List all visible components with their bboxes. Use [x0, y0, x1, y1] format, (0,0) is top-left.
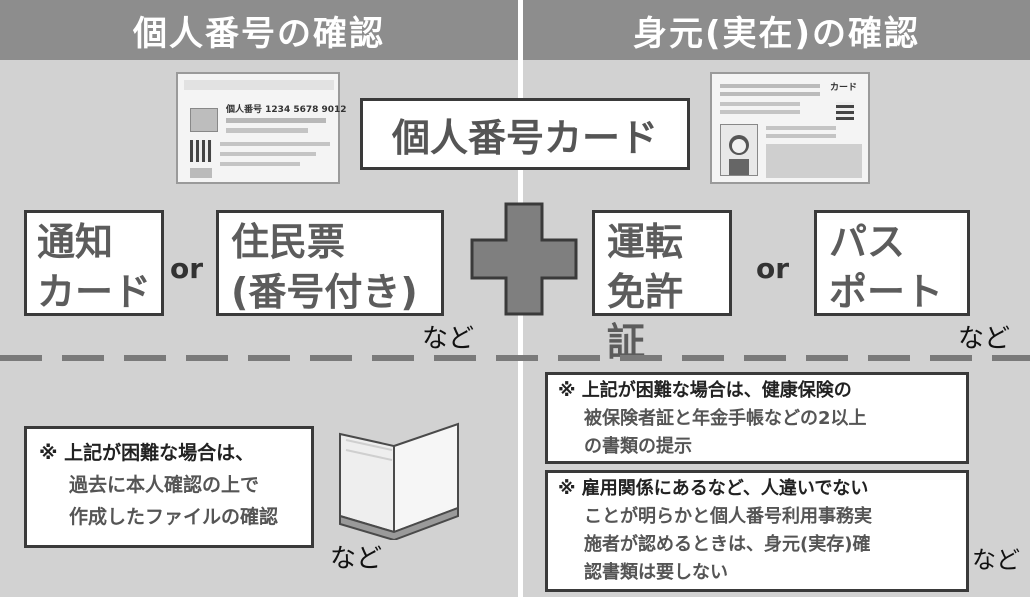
or-label-right: or	[756, 252, 790, 285]
card-line	[220, 162, 300, 166]
card-line	[226, 128, 308, 133]
card-number-label: 個人番号	[226, 105, 263, 115]
note2-line2: ことが明らかと個人番号利用事務実	[584, 506, 872, 527]
note2-line3: 施者が認めるときは、身元(実存)確	[584, 534, 871, 555]
lower-left-note-line2: 過去に本人確認の上で	[69, 474, 260, 496]
resident-record-box: 住民票 (番号付き)	[216, 210, 444, 316]
card-line	[226, 118, 326, 123]
qr-code-icon	[836, 102, 854, 120]
left-header: 個人番号の確認	[0, 0, 518, 60]
mynumber-card-front-image: 個人番号 1234 5678 9012	[176, 72, 347, 184]
qr-code-icon	[190, 140, 212, 162]
etc-label-right-row: など	[958, 324, 1011, 354]
left-header-title: 個人番号の確認	[133, 13, 385, 54]
or-label-left: or	[170, 252, 204, 285]
card-signature-area	[766, 144, 862, 178]
card-line	[720, 92, 820, 96]
card-line	[720, 84, 820, 88]
mynumber-card-label: 個人番号カード	[391, 115, 658, 160]
lower-left-note: ※ 上記が困難な場合は、 過去に本人確認の上で 作成したファイルの確認	[24, 426, 314, 548]
card-line	[720, 102, 800, 106]
drivers-license-line1: 運転	[607, 220, 684, 264]
card-top-strip	[184, 80, 334, 90]
lower-right-note-2: ※ 雇用関係にあるなど、人違いでない ことが明らかと個人番号利用事務実 施者が認…	[545, 470, 969, 592]
note2-line4: 認書類は要しない	[584, 562, 728, 583]
mynumber-card-label-box: 個人番号カード	[360, 98, 690, 170]
note1-line2: 被保険者証と年金手帳などの2以上	[584, 408, 867, 429]
card-line	[220, 142, 330, 146]
lower-left-note-line1: 上記が困難な場合は、	[64, 442, 255, 464]
card-number-value: 1234 5678 9012	[265, 105, 347, 115]
right-header: 身元(実在)の確認	[523, 0, 1030, 60]
drivers-license-box: 運転 免許証	[592, 210, 732, 364]
note2-mark: ※	[558, 478, 576, 499]
drivers-license-line2: 免許証	[607, 270, 684, 364]
etc-label-left-row: など	[422, 324, 475, 354]
open-book-icon	[339, 422, 459, 540]
person-photo-icon	[729, 135, 749, 175]
chip-icon	[190, 108, 218, 132]
notification-card-box: 通知 カード	[24, 210, 164, 316]
card-line	[766, 126, 836, 130]
face-photo-icon	[720, 124, 758, 176]
note1-line1: 上記が困難な場合は、健康保険の	[581, 380, 852, 401]
card-line	[190, 168, 212, 178]
passport-box: パス ポート	[814, 210, 970, 316]
card-line	[720, 110, 800, 114]
resident-record-line1: 住民票	[231, 220, 346, 264]
note1-mark: ※	[558, 380, 576, 401]
mynumber-card-back-image: カード	[710, 72, 870, 184]
plus-icon	[470, 202, 578, 316]
card-line	[766, 134, 836, 138]
right-header-title: 身元(実在)の確認	[632, 13, 921, 54]
resident-record-line2: (番号付き)	[231, 270, 418, 314]
note-mark: ※	[39, 442, 58, 464]
passport-line1: パス	[829, 220, 906, 264]
note1-line3: の書類の提示	[584, 436, 692, 457]
card-line	[220, 152, 316, 156]
dashed-separator	[0, 355, 1030, 361]
notification-card-line1: 通知	[37, 220, 114, 264]
etc-label-lower-left: など	[330, 544, 383, 574]
notification-card-line2: カード	[37, 270, 152, 314]
lower-right-note-1: ※ 上記が困難な場合は、健康保険の 被保険者証と年金手帳などの2以上 の書類の提…	[545, 372, 969, 464]
passport-line2: ポート	[829, 270, 944, 314]
etc-label-lower-right: など	[972, 546, 1020, 574]
card-type-label: カード	[830, 83, 858, 93]
lower-left-note-line3: 作成したファイルの確認	[69, 506, 279, 528]
note2-line1: 雇用関係にあるなど、人違いでない	[581, 478, 869, 499]
